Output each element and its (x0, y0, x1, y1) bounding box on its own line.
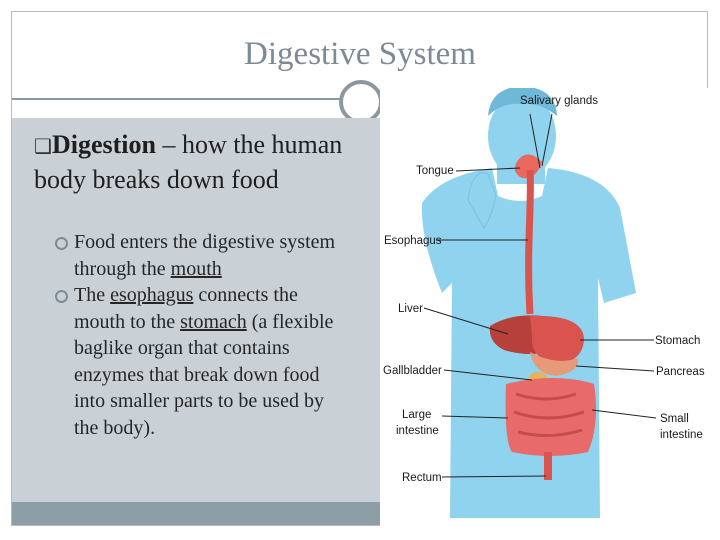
label-tongue: Tongue (416, 165, 454, 177)
ring-bullet-icon (55, 290, 68, 303)
head (488, 94, 556, 178)
label-liver: Liver (398, 303, 423, 315)
ring-bullet-icon (55, 237, 68, 250)
term-esophagus: esophagus (110, 284, 194, 306)
esophagus (525, 169, 534, 315)
mouth-tongue (514, 154, 542, 179)
label-large-intestine-1: Large (402, 409, 431, 421)
label-pancreas: Pancreas (656, 366, 705, 378)
label-rectum: Rectum (402, 472, 442, 484)
stomach (530, 315, 584, 364)
main-point: ❑Digestion – how the human body breaks d… (34, 128, 354, 197)
content-panel (12, 118, 380, 502)
title-rule (12, 98, 342, 100)
pancreas (530, 352, 579, 376)
slide-title: Digestive System (244, 36, 476, 72)
heading-bullet-icon: ❑ (34, 134, 52, 158)
term-stomach: stomach (180, 310, 247, 333)
term-mouth: mouth (170, 257, 222, 280)
hand (467, 172, 497, 229)
label-esophagus: Esophagus (384, 235, 442, 247)
label-small-intestine-1: Small (660, 413, 689, 425)
leader-lines (423, 113, 657, 478)
label-gallbladder: Gallbladder (383, 365, 442, 377)
digestive-system-diagram: Salivary glands Tongue Esophagus Liver G… (380, 88, 708, 526)
heading-definition: – how the human body breaks down food (34, 130, 343, 194)
label-salivary-glands: Salivary glands (520, 95, 598, 107)
sub-bullet: Food enters the digestive system through… (55, 229, 350, 282)
label-large-intestine-2: intestine (396, 425, 439, 437)
label-small-intestine-2: intestine (660, 429, 703, 441)
heading-term: Digestion (51, 130, 156, 159)
intestine-folds (513, 392, 585, 438)
sub-bullet: The esophagus connects the mouth to the … (55, 282, 350, 441)
label-stomach: Stomach (655, 335, 700, 347)
footer-bar (12, 502, 380, 525)
hair (488, 88, 557, 116)
sub-bullets: Food enters the digestive system through… (55, 229, 350, 441)
